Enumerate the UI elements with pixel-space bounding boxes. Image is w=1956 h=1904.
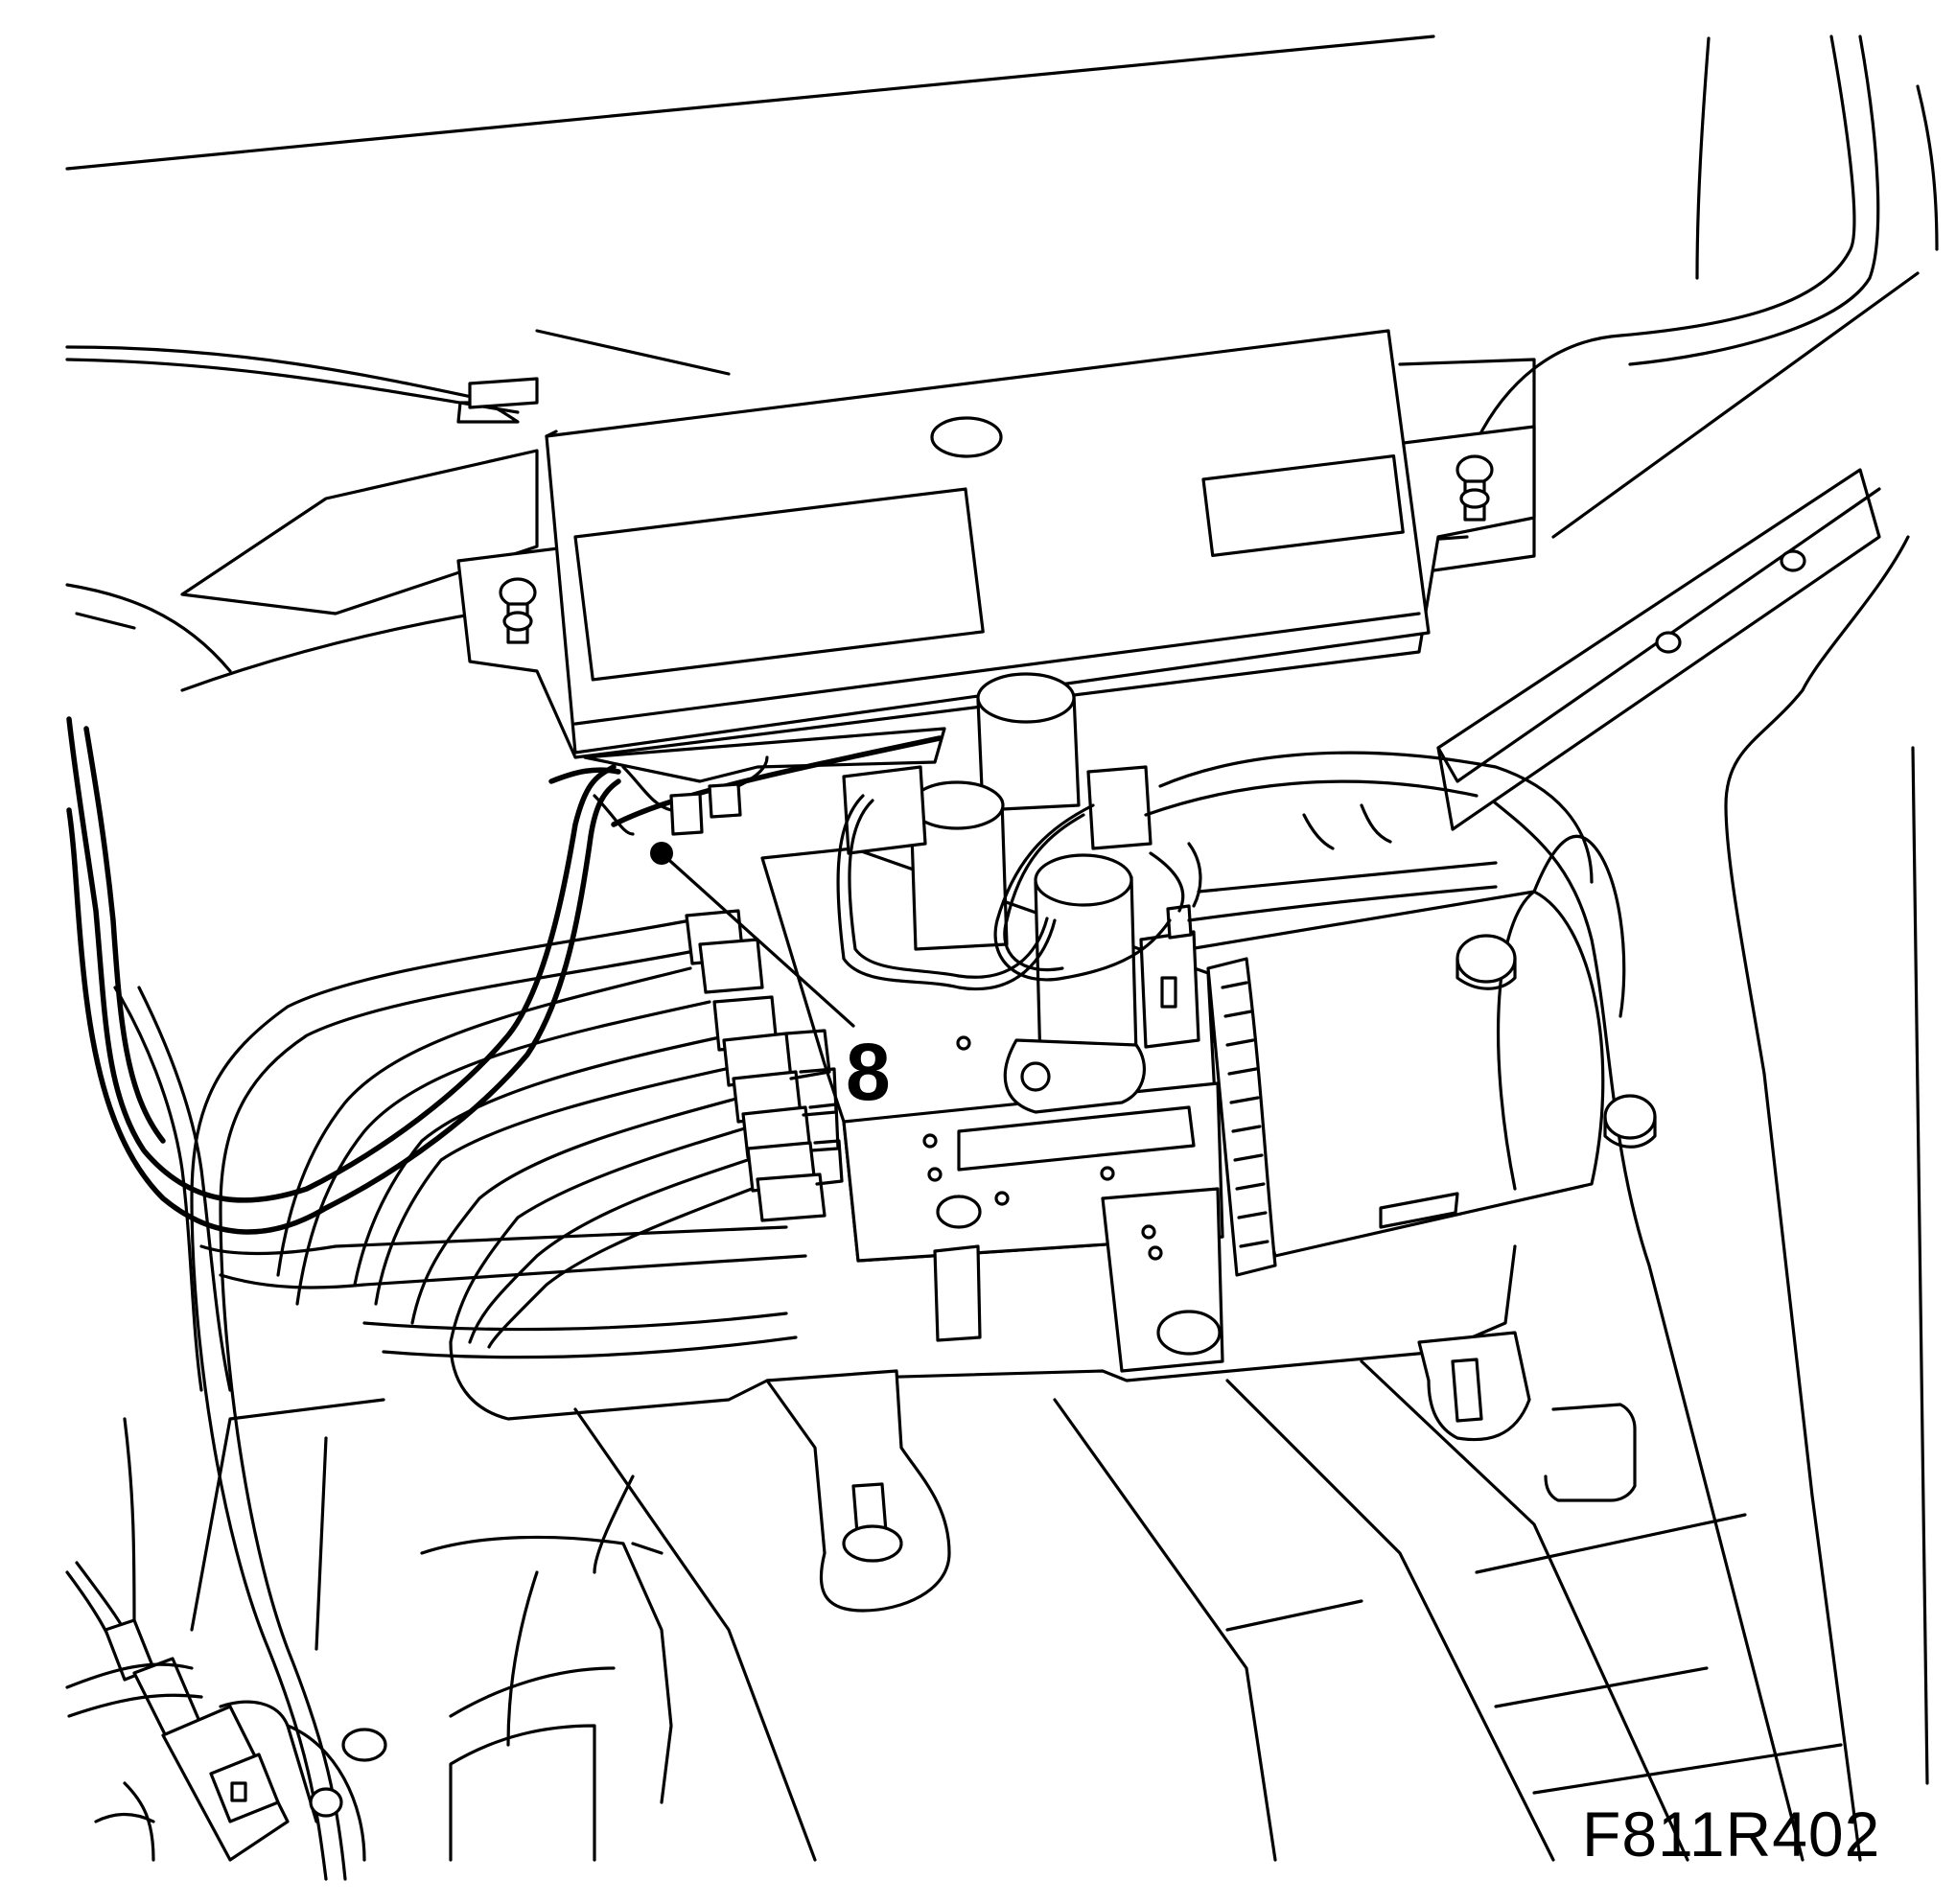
control-module: [456, 329, 1536, 783]
strut-tower: [1398, 35, 1939, 1862]
pump-motor: [1187, 834, 1657, 1277]
wiring-harness: [66, 716, 943, 1235]
body-panel-lines: [65, 35, 1435, 692]
figure-id: F811R402: [1582, 1799, 1881, 1869]
lower-structure: [123, 1244, 1843, 1862]
sensor-connector: [65, 1561, 387, 1862]
brake-line-bundle: [113, 909, 844, 1881]
bolt-right: [1455, 454, 1494, 522]
callout-leader: [650, 842, 855, 1028]
bolt-left: [499, 577, 537, 644]
solenoid-coils: [836, 672, 1202, 1114]
callout-number: 8: [846, 1027, 891, 1117]
return-hose: [1144, 751, 1594, 922]
